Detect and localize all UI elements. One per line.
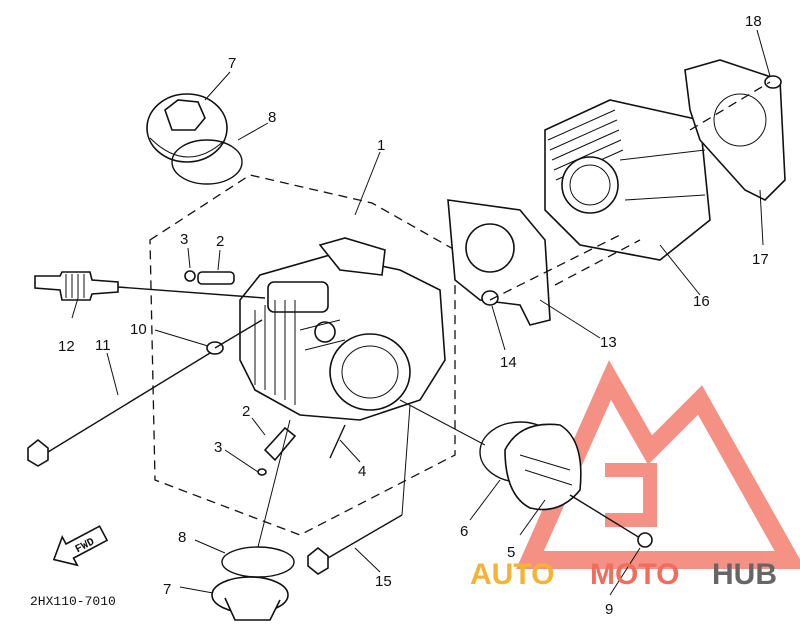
part-label-3: 3	[180, 231, 188, 248]
stud-bolt-long	[27, 349, 216, 467]
cylinder-base-gasket	[684, 59, 786, 201]
o-ring-bottom	[221, 546, 295, 578]
guide-pin-lower	[257, 426, 297, 476]
oil-filler-cap-top	[146, 93, 228, 163]
part-label-2: 2	[216, 233, 224, 250]
part-label-18: 18	[745, 13, 762, 30]
part-label-15: 15	[375, 573, 392, 590]
part-label-14: 14	[500, 354, 517, 371]
leader-lines	[71, 29, 771, 596]
part-label-3: 3	[214, 439, 222, 456]
bolt-9	[569, 494, 653, 548]
part-label-11: 11	[95, 337, 111, 354]
dowel-pin	[481, 290, 499, 306]
watermark-auto: AUTO	[470, 558, 554, 591]
watermark-text: AUTO MOTO HUB	[470, 558, 777, 591]
watermark-logo-icon	[516, 360, 800, 569]
part-label-13: 13	[600, 334, 617, 351]
watermark-hub: HUB	[712, 558, 777, 591]
part-label-8: 8	[268, 109, 276, 126]
watermark-moto: MOTO	[590, 558, 679, 591]
oil-filler-cap-bottom	[211, 576, 289, 621]
cylinder-head	[239, 237, 446, 421]
dowel-pin-18	[764, 75, 782, 89]
spark-plug	[34, 271, 119, 301]
part-label-16: 16	[693, 293, 710, 310]
part-label-9: 9	[605, 601, 613, 618]
part-label-4: 4	[358, 463, 366, 480]
assembly-dashed-outline	[149, 174, 456, 536]
part-label-7: 7	[228, 55, 236, 72]
part-label-10: 10	[130, 321, 147, 338]
part-labels: 1 2 2 3 3 4 5 6 7 7 8 8 9 10 11 12 13 14…	[58, 13, 769, 618]
cam-cover	[504, 423, 582, 511]
part-label-1: 1	[377, 137, 385, 154]
cylinder-head-gasket	[447, 199, 551, 326]
part-label-17: 17	[752, 251, 769, 268]
part-label-2: 2	[242, 403, 250, 420]
fwd-arrow-icon: FWD	[52, 525, 109, 567]
part-label-6: 6	[460, 523, 468, 540]
part-label-8: 8	[178, 529, 186, 546]
bolt-15	[307, 404, 411, 575]
part-label-7: 7	[163, 581, 171, 598]
part-label-5: 5	[507, 544, 515, 561]
part-label-12: 12	[58, 338, 75, 355]
cylinder-block	[544, 99, 711, 261]
stud-short	[329, 424, 346, 459]
drawing-code: 2HX110-7010	[30, 594, 116, 609]
o-ring-top	[171, 139, 243, 185]
guide-pin-upper	[184, 270, 235, 285]
